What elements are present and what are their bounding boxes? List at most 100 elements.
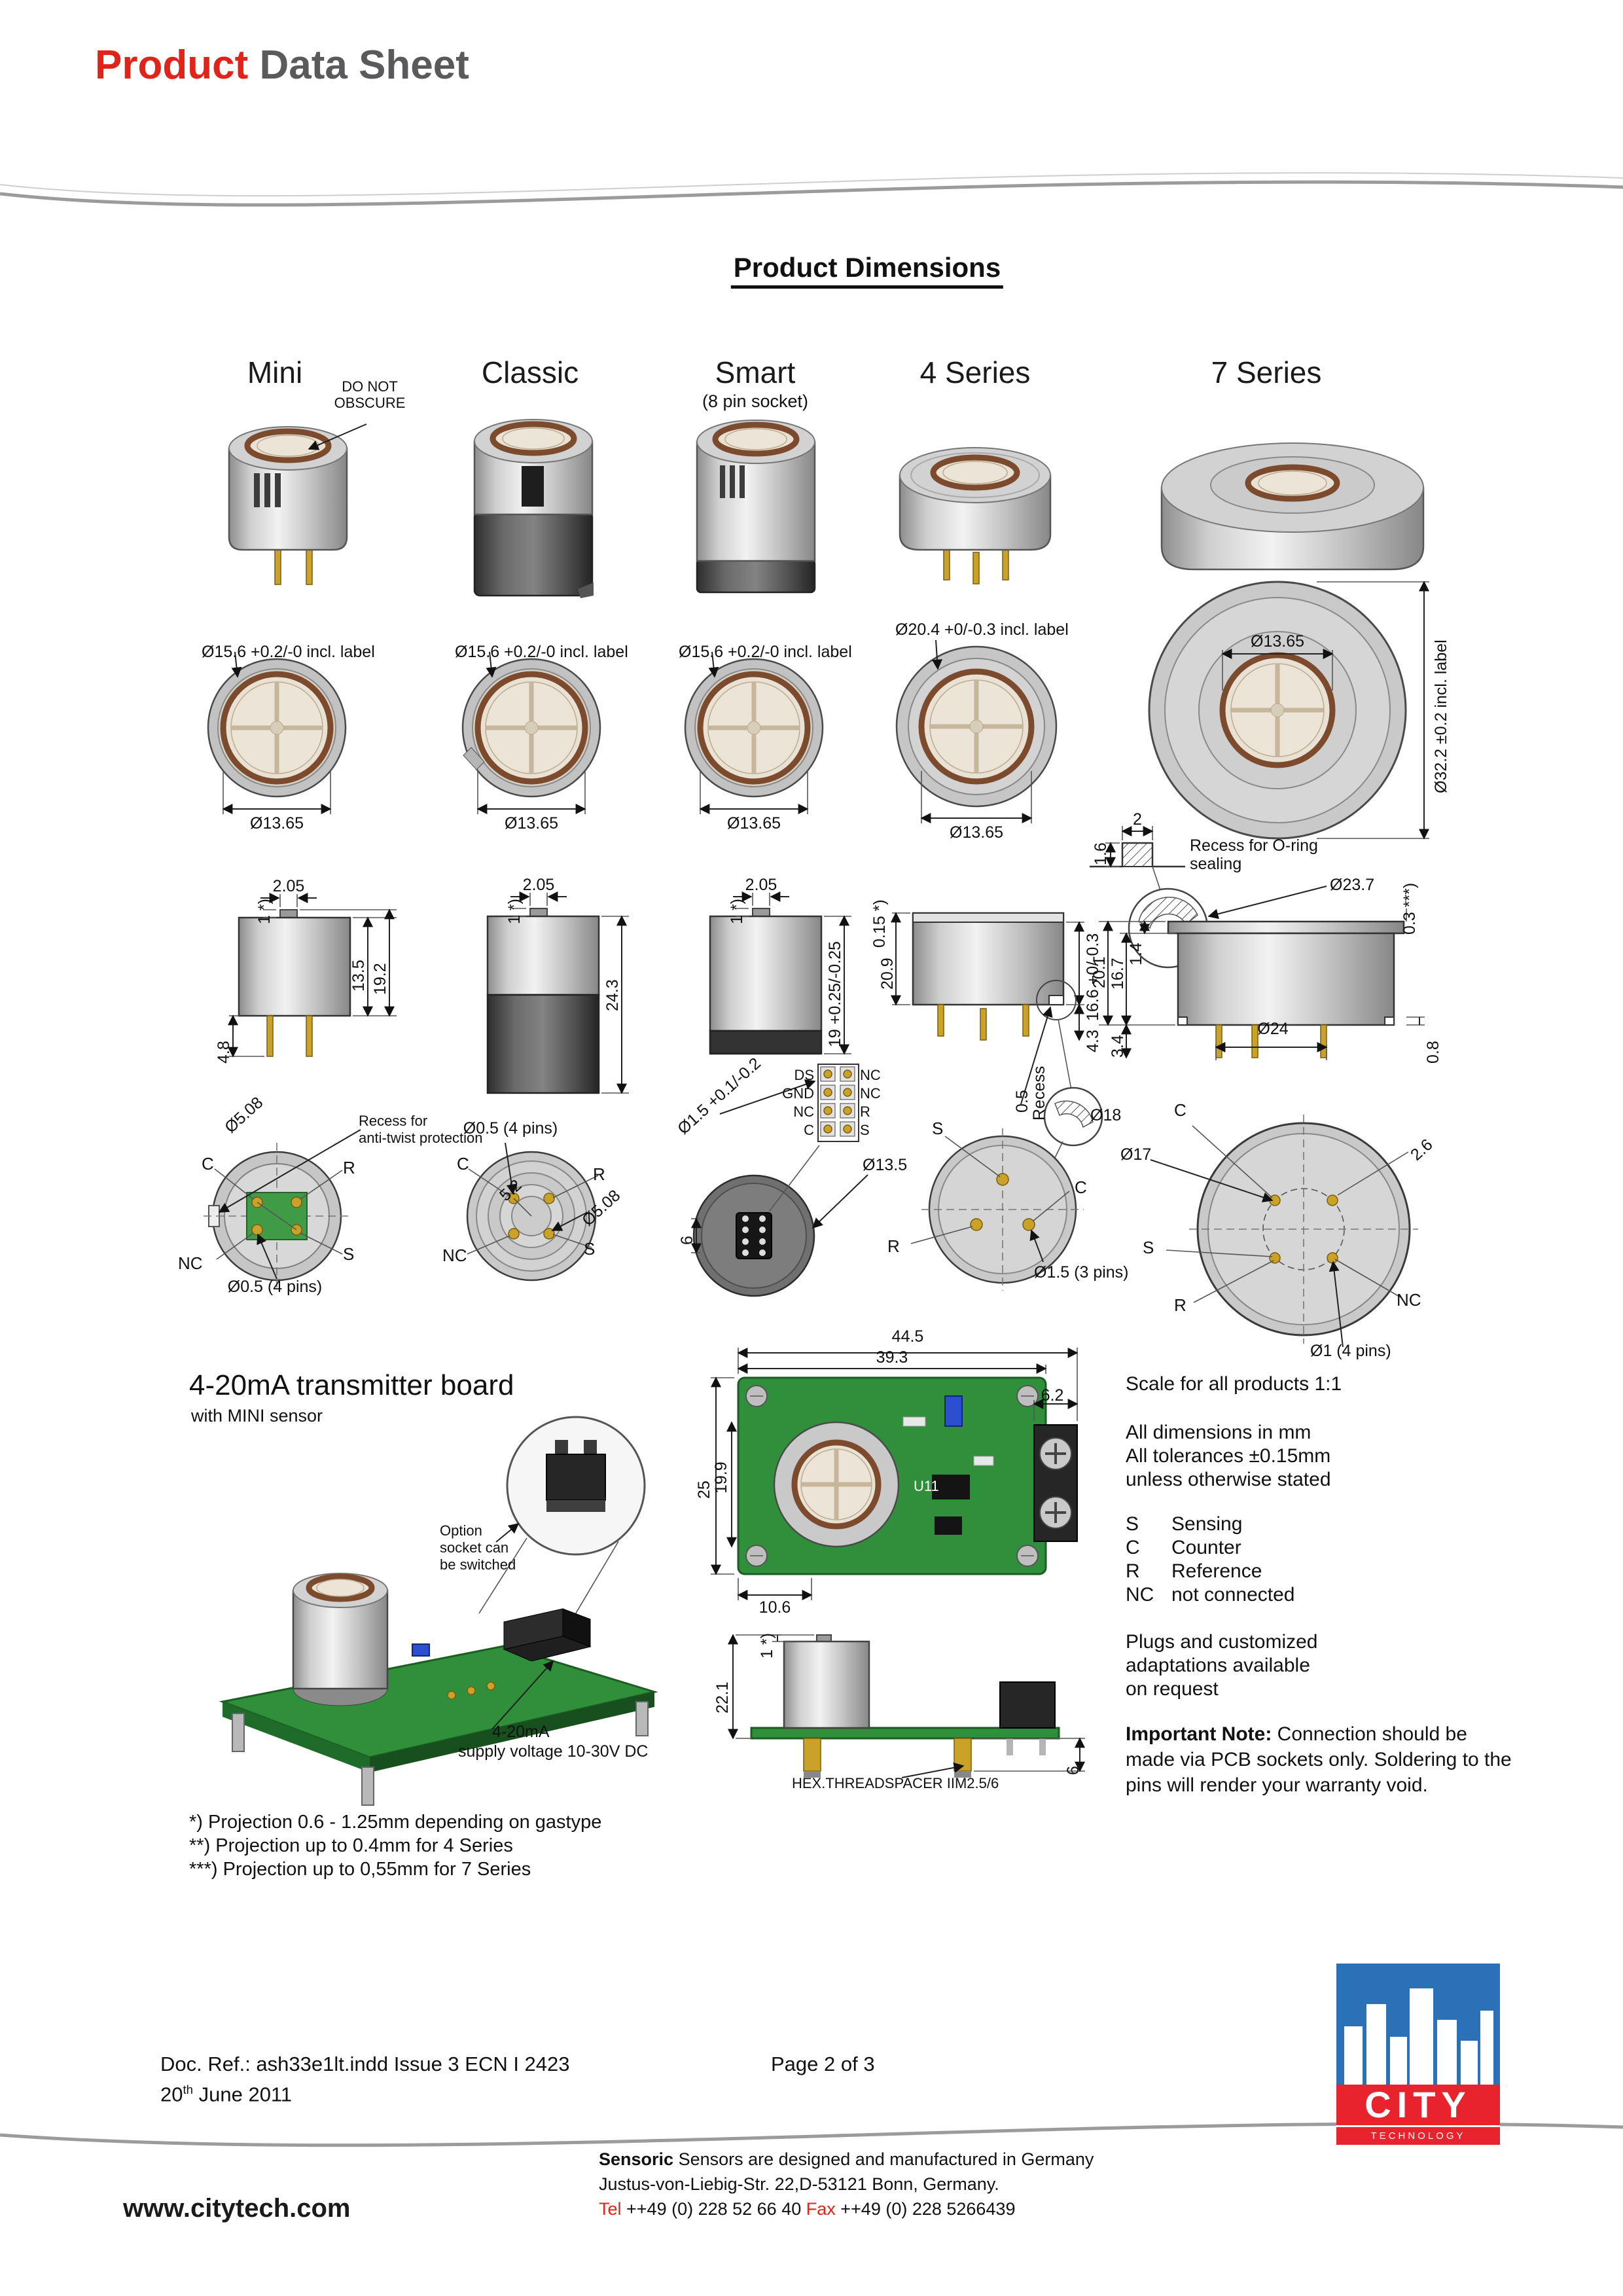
classic-3d-view — [473, 419, 594, 598]
top-swoosh — [0, 172, 1623, 207]
side-projection-dim: 1 *) — [758, 1633, 776, 1659]
4series-total-height-dim: 20.9 — [878, 958, 897, 990]
terminal-width-dim: 6.2 — [1041, 1386, 1064, 1405]
section-title: Product Dimensions — [730, 252, 1004, 289]
column-header-4series: 4 Series — [919, 355, 1031, 389]
board-total-width-dim: 44.5 — [891, 1327, 924, 1346]
doc-ref: Doc. Ref.: ash33e1lt.indd Issue 3 ECN I … — [160, 2053, 570, 2075]
transmitter-side-view — [728, 1634, 1085, 1778]
made-in-brand: Sensoric — [599, 2149, 674, 2169]
logo-skyline — [1336, 1964, 1500, 2085]
page-header-title: Product Data Sheet — [95, 42, 469, 88]
fax-value: ++49 (0) 228 5266439 — [835, 2199, 1016, 2219]
7series-height1-dim: 20.1 — [1090, 956, 1109, 988]
threadspacer-label: HEX.THREADSPACER IIM2.5/6 — [792, 1775, 999, 1791]
series4-top-view — [895, 639, 1058, 823]
mini-top-view — [207, 651, 347, 814]
smart-bottom-view — [691, 1174, 815, 1297]
plugs-note-line1: Plugs and customized — [1126, 1631, 1318, 1653]
7series-top-inner-diameter: Ø13.65 — [1250, 632, 1305, 651]
smart-pin-table — [817, 1064, 859, 1142]
mini-side-view — [228, 893, 397, 1058]
footnote-2: **) Projection up to 0.4mm for 4 Series — [189, 1835, 513, 1856]
city-technology-logo: CITY TECHNOLOGY — [1336, 1964, 1500, 2145]
dims-note-line3: unless otherwise stated — [1126, 1469, 1331, 1490]
website-link[interactable]: www.citytech.com — [123, 2194, 351, 2223]
recess-detail-width-dim: 2 — [1133, 810, 1142, 829]
smart-pin-table-left-3: NC — [793, 1103, 814, 1120]
column-subheader-smart: (8 pin socket) — [702, 391, 809, 411]
do-not-obscure-note-line1: DO NOT — [342, 378, 398, 395]
4series-recess-depth-dim: 0.5 — [1013, 1090, 1031, 1113]
7series-flange-dim: 1.4 — [1127, 942, 1145, 965]
fax-label: Fax — [806, 2199, 836, 2219]
mini-pin-s: S — [343, 1244, 355, 1264]
classic-pin-diameter: Ø0.5 (4 pins) — [463, 1119, 558, 1138]
doc-date-rest: June 2011 — [193, 2083, 293, 2106]
classic-nub-width-dim: 2.05 — [522, 876, 555, 894]
classic-top-view — [461, 651, 601, 814]
7series-step-dim: 0.8 — [1424, 1041, 1442, 1064]
7series-height2-dim: 16.7 — [1109, 958, 1127, 990]
series4-bottom-view — [910, 1086, 1103, 1291]
4series-pin-c: C — [1075, 1177, 1087, 1197]
supply-label-line2: supply voltage 10-30V DC — [458, 1742, 649, 1761]
legend-key-nc: NC — [1126, 1584, 1154, 1605]
mini-pin-r: R — [343, 1158, 355, 1177]
classic-top-inner-diameter: Ø13.65 — [504, 814, 559, 833]
mini-nub-width-dim: 2.05 — [272, 877, 305, 895]
transmitter-title: 4-20mA transmitter board — [189, 1369, 514, 1401]
classic-pin-s: S — [584, 1239, 596, 1259]
mini-recess-note-line2: anti-twist protection — [359, 1130, 483, 1146]
7series-base-diameter-dim: Ø24 — [1257, 1020, 1289, 1038]
smart-bottom-diameter: Ø13.5 — [863, 1156, 908, 1174]
mini-pin-nc: NC — [178, 1253, 203, 1273]
doc-date: 20th June 2011 — [160, 2083, 292, 2106]
header-title-rest: Data Sheet — [248, 43, 469, 88]
7series-projection-dim: 0.3 ***) — [1400, 882, 1419, 935]
series7-side-view — [1099, 908, 1425, 1060]
7series-pin-s: S — [1143, 1238, 1154, 1257]
mini-body-height-dim: 13.5 — [349, 960, 368, 992]
mini-pin-diameter: Ø0.5 (4 pins) — [227, 1278, 323, 1296]
series4-3d-view — [899, 447, 1052, 584]
smart-pin-table-left-2: GND — [782, 1085, 814, 1102]
mini-3d-view — [228, 426, 348, 585]
supply-label-line1: 4-20mA — [492, 1723, 550, 1741]
recess-detail-note-line2: sealing — [1190, 855, 1242, 873]
4series-top-diameter-label: Ø20.4 +0/-0.3 incl. label — [895, 620, 1069, 639]
smart-nub-height-dim: 1 *) — [728, 899, 746, 924]
legend-value-nc: not connected — [1171, 1584, 1295, 1605]
7series-top-diameter-label: Ø32.2 ±0.2 incl. label — [1432, 639, 1450, 793]
do-not-obscure-note-line2: OBSCURE — [334, 395, 406, 411]
4series-pin-length-dim: 4.3 — [1084, 1030, 1102, 1052]
legend-value-reference: Reference — [1171, 1560, 1262, 1582]
tel-value: ++49 (0) 228 52 66 40 — [621, 2199, 806, 2219]
mini-top-inner-diameter: Ø13.65 — [249, 814, 304, 833]
7series-pin-diameter: Ø1 (4 pins) — [1310, 1342, 1391, 1360]
smart-pin-table-right-1: NC — [860, 1067, 881, 1083]
skyline-icon — [1344, 1988, 1493, 2085]
board-height-dim: 25 — [695, 1480, 713, 1499]
4series-top-inner-diameter: Ø13.65 — [949, 823, 1004, 842]
smart-side-view — [709, 891, 851, 1055]
4series-detail-diameter: Ø18 — [1090, 1106, 1122, 1124]
recess-detail-diameter: Ø23.7 — [1330, 876, 1375, 894]
important-note-label: Important Note: — [1126, 1723, 1272, 1745]
4series-pin-diameter: Ø1.5 (3 pins) — [1034, 1263, 1129, 1282]
classic-nub-height-dim: 1 *) — [505, 899, 524, 924]
7series-pin-r: R — [1174, 1295, 1186, 1315]
smart-total-height-dim: 19 +0.25/-0.25 — [826, 941, 844, 1047]
smart-pin-table-right-2: NC — [860, 1085, 881, 1102]
sensor-offset-dim: 10.6 — [758, 1598, 791, 1617]
option-note-line1: Option — [440, 1522, 482, 1539]
classic-bottom-view — [466, 1142, 599, 1282]
classic-pin-r: R — [593, 1164, 605, 1184]
mini-bottom-view — [204, 1129, 361, 1289]
sensor-height-dim: 19.9 — [712, 1462, 730, 1494]
7series-pin-c: C — [1174, 1100, 1186, 1120]
legend-key-r: R — [1126, 1560, 1140, 1582]
page-number: Page 2 of 3 — [771, 2053, 875, 2075]
smart-top-diameter-label: Ø15.6 +0.2/-0 incl. label — [679, 643, 852, 661]
